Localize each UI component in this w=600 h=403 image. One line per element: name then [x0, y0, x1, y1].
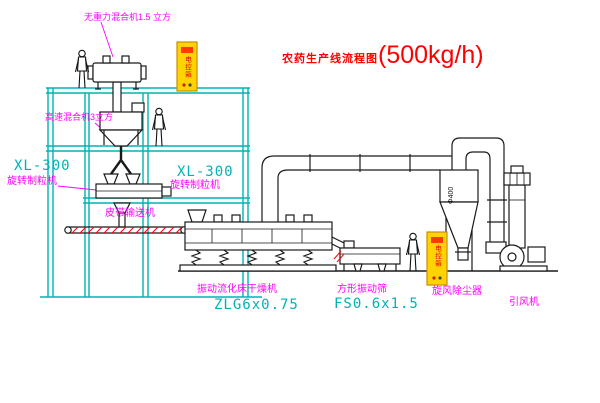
induced-draft-fan-label: 引风机: [509, 297, 539, 308]
vibrating-screen-model-label: FS0.6x1.5: [334, 296, 419, 312]
vibrating-screen-machine: [339, 240, 401, 272]
control-box-top-label: 电控箱: [183, 56, 191, 79]
no-gravity-mixer: [87, 55, 147, 113]
fluid-bed-dryer-label: 振动流化床干燥机: [197, 284, 277, 295]
vibrating-screen-label: 方形振动筛: [337, 284, 387, 295]
control-box-ground-label: 电控箱: [433, 245, 441, 268]
granulator-right-label: 旋转制粒机: [170, 180, 220, 191]
conveyor-red-hatch: [71, 226, 183, 234]
duct-diameter-label: Φ400: [448, 186, 455, 204]
exhaust-ducting: [261, 137, 507, 242]
person-ground: [405, 232, 421, 272]
control-box-top: [176, 41, 198, 92]
rotary-granulator: [95, 173, 172, 228]
high-speed-mixer-label: 高速混合机3立方: [45, 112, 114, 122]
control-box-ground: [426, 231, 448, 286]
diagram-capacity: (500kg/h): [378, 41, 484, 69]
exhaust-stack: [503, 165, 531, 249]
granulator-model-left-label: XL-300: [14, 158, 71, 174]
diagram-title: 农药生产线流程图: [282, 53, 378, 65]
high-speed-mixer: [98, 102, 145, 175]
screen-red-marks: [333, 250, 345, 263]
no-gravity-mixer-label: 无重力混合机1.5 立方: [84, 12, 172, 22]
belt-conveyor-label: 皮带输送机: [105, 208, 155, 219]
granulator-left-label: 旋转制粒机: [7, 176, 57, 187]
fluid-bed-dryer-model-label: ZLG6x0.75: [214, 297, 299, 313]
cyclone-label: 旋风除尘器: [432, 286, 482, 297]
granulator-model-right-label: XL-300: [177, 164, 234, 180]
induced-draft-fan-machine: [485, 241, 548, 272]
person-top-floor: [74, 49, 90, 89]
person-second-floor: [151, 107, 167, 147]
fluid-bed-dryer-machine: [179, 209, 351, 272]
